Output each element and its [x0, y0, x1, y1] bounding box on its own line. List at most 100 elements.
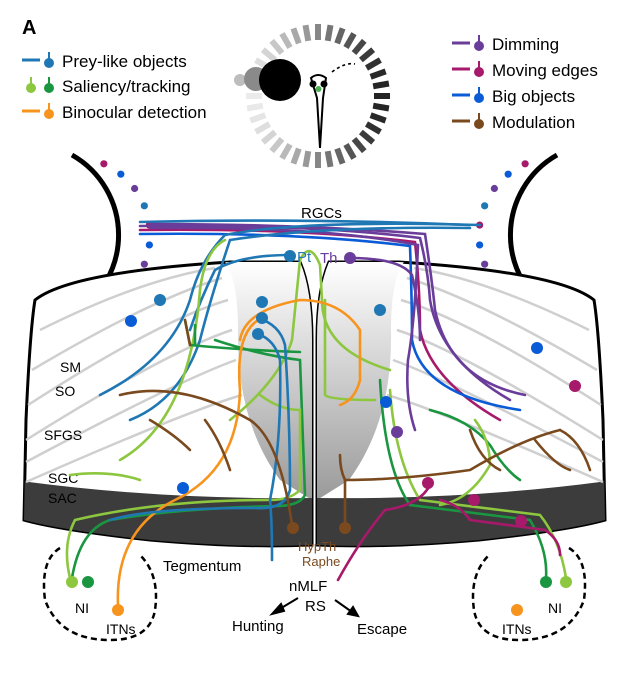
- ring-tick: [369, 68, 387, 80]
- ring-tick: [254, 121, 272, 135]
- ring-tick: [249, 112, 267, 124]
- retina-dot: [131, 184, 139, 193]
- label-th: Th: [320, 250, 338, 267]
- label-nmlf: nMLF: [289, 578, 327, 595]
- label-ni-left: NI: [75, 600, 89, 616]
- ring-tick: [369, 112, 387, 124]
- label-hypth: HypTh: [298, 539, 336, 554]
- layer-label-pvl: PVL: [30, 527, 57, 543]
- legend-left: Prey-like objects Saliency/tracking Bino…: [22, 52, 207, 122]
- retina-dot: [100, 160, 108, 168]
- ring-tick: [364, 121, 382, 135]
- legend-item-prey: Prey-like objects: [22, 52, 187, 71]
- stimulus-trajectory: [331, 62, 356, 73]
- output-arrows: [269, 597, 360, 618]
- stimulus-large-icon: [259, 59, 301, 101]
- saliency-dark-terminal-icon: [44, 83, 54, 93]
- legend-label-big-objects: Big objects: [492, 87, 575, 106]
- retina-dot: [521, 160, 529, 168]
- ring-tick: [351, 136, 367, 154]
- layer-label-sgc: SGC: [48, 470, 78, 486]
- legend-item-saliency: Saliency/tracking: [26, 77, 191, 96]
- legend-right: Dimming Moving edges Big objects Modulat…: [452, 35, 598, 132]
- legend-item-binocular: Binocular detection: [22, 103, 207, 122]
- legend-label-moving-edges: Moving edges: [492, 61, 598, 80]
- ring-tick: [290, 147, 302, 165]
- label-itns-right: ITNs: [502, 621, 532, 637]
- ring-tick: [343, 32, 357, 50]
- label-tegmentum: Tegmentum: [163, 558, 241, 575]
- th-terminal: [344, 252, 356, 264]
- retina-dot: [117, 170, 125, 178]
- larva-icon: [309, 74, 328, 149]
- binocular-terminal-icon: [44, 109, 54, 119]
- ring-tick: [351, 38, 367, 56]
- ring-tick: [324, 150, 334, 168]
- layer-label-sac: SAC: [48, 490, 77, 506]
- ring-tick: [279, 142, 293, 160]
- label-rs: RS: [305, 598, 326, 615]
- panel-letter: A: [22, 17, 36, 39]
- retina-dot: [476, 241, 484, 249]
- ring-tick: [334, 27, 346, 45]
- moving-edges-terminal-icon: [474, 67, 484, 77]
- pt-terminal: [284, 250, 296, 262]
- ring-tick: [358, 129, 376, 145]
- ring-tick: [302, 150, 312, 168]
- retina-dot: [490, 184, 498, 193]
- label-itns-left: ITNs: [106, 621, 136, 637]
- label-hunting: Hunting: [232, 618, 284, 635]
- ring-tick: [334, 147, 346, 165]
- retina-dot: [481, 260, 489, 268]
- stimulus-small-icon: [234, 74, 246, 86]
- ring-tick: [302, 24, 312, 42]
- ring-tick: [324, 24, 334, 42]
- retina-dot: [140, 260, 148, 268]
- tectum-right-lobe: [315, 260, 607, 548]
- ring-tick: [260, 129, 278, 145]
- ring-tick: [260, 47, 278, 63]
- label-ni-right: NI: [548, 600, 562, 616]
- retina-dot: [140, 202, 148, 210]
- legend-item-big-objects: Big objects: [452, 87, 575, 106]
- label-escape: Escape: [357, 621, 407, 638]
- legend-item-dimming: Dimming: [452, 35, 559, 54]
- saliency-light-terminal-icon: [26, 83, 36, 93]
- tegmentum-outline-right: [471, 546, 587, 642]
- visual-field-ring-ticks: [246, 24, 390, 168]
- ring-tick: [246, 102, 264, 112]
- ring-tick: [343, 142, 357, 160]
- ring-tick: [358, 47, 376, 63]
- visual-field-ring: [234, 24, 390, 168]
- legend-label-binocular: Binocular detection: [62, 103, 207, 122]
- label-pt: Pt: [297, 249, 312, 266]
- ring-tick: [364, 57, 382, 71]
- label-rgcs: RGCs: [301, 205, 342, 222]
- ring-tick: [372, 80, 390, 90]
- dimming-terminal-icon: [474, 41, 484, 51]
- ring-tick: [269, 38, 285, 56]
- retina-dot: [481, 202, 489, 210]
- legend-label-saliency: Saliency/tracking: [62, 77, 191, 96]
- ring-tick: [290, 27, 302, 45]
- retina-dot: [145, 241, 153, 249]
- terminals: [66, 250, 581, 616]
- tegmentum-outline-left: [42, 546, 158, 642]
- arrow-escape: [334, 599, 353, 613]
- modulation-terminal-icon: [474, 119, 484, 129]
- ring-tick: [279, 32, 293, 50]
- layer-label-so: SO: [55, 383, 75, 399]
- legend-label-dimming: Dimming: [492, 35, 559, 54]
- legend-item-moving-edges: Moving edges: [452, 61, 598, 80]
- retina-dot: [504, 170, 512, 178]
- layer-label-sfgs: SFGS: [44, 427, 82, 443]
- legend-label-modulation: Modulation: [492, 113, 575, 132]
- legend-item-modulation: Modulation: [452, 113, 575, 132]
- prey-terminal-icon: [44, 58, 54, 68]
- big-objects-terminal-icon: [474, 93, 484, 103]
- label-raphe: Raphe: [302, 554, 340, 569]
- ring-tick: [269, 136, 285, 154]
- legend-label-prey: Prey-like objects: [62, 52, 187, 71]
- ring-tick: [372, 102, 390, 112]
